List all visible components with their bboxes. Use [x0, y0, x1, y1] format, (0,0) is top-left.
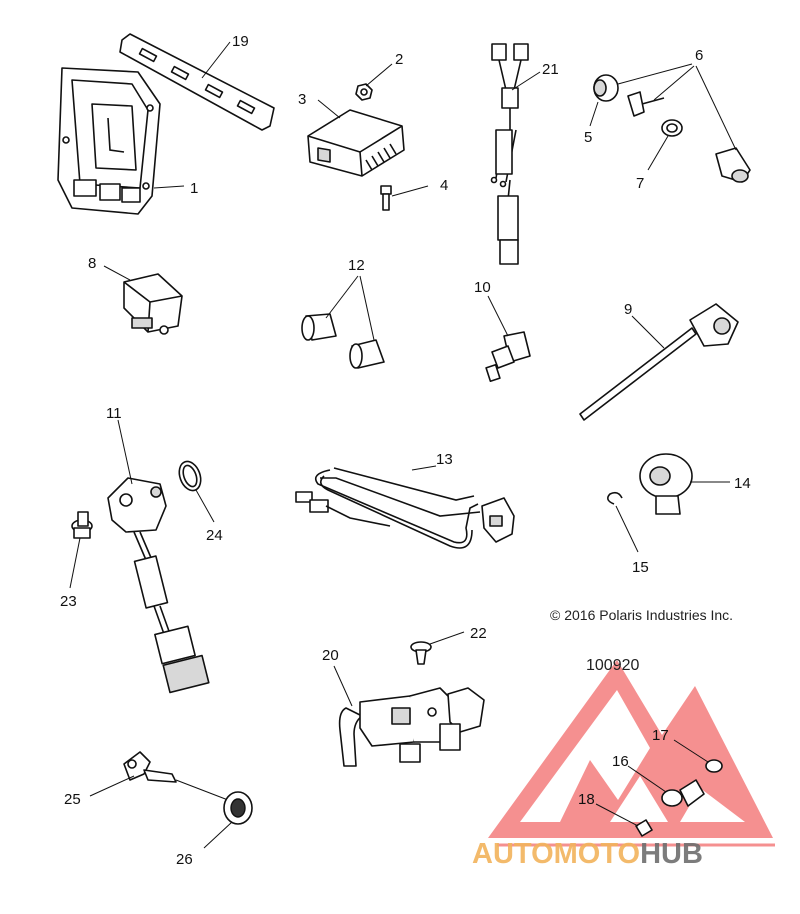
callout-4: 4: [440, 177, 448, 194]
part-throttle-body: [338, 687, 485, 767]
callout-22: 22: [470, 625, 487, 642]
callout-1: 1: [190, 180, 198, 197]
part-bolt-4: [380, 185, 392, 211]
callout-24: 24: [206, 527, 223, 544]
callout-10: 10: [474, 279, 491, 296]
part-probe-9: [579, 303, 739, 421]
callout-6: 6: [695, 47, 703, 64]
callout-26: 26: [176, 851, 193, 868]
part-clip-15: [606, 491, 623, 505]
callout-21: 21: [542, 61, 559, 78]
part-bolt-18: [635, 819, 653, 837]
part-nut: [355, 83, 373, 101]
callout-3: 3: [298, 91, 306, 108]
callout-16: 16: [612, 753, 629, 770]
watermark-word-a: AUTOMOTO: [472, 838, 640, 870]
part-oring-17: [705, 759, 723, 773]
part-sensor-5: [593, 74, 619, 102]
callout-11: 11: [106, 405, 122, 422]
callout-17: 17: [652, 727, 669, 744]
part-knock-sensor: [639, 453, 693, 515]
part-fitting-16: [661, 779, 705, 807]
callout-2: 2: [395, 51, 403, 68]
callout-5: 5: [584, 129, 592, 146]
watermark-logo: [488, 660, 775, 847]
part-map-sensor: [123, 273, 183, 335]
callout-25: 25: [64, 791, 81, 808]
callout-18: 18: [578, 791, 595, 808]
part-bracket: [119, 33, 275, 131]
diagram-code: 100920: [586, 657, 639, 674]
callout-13: 13: [436, 451, 453, 468]
part-sensor-6b: [715, 147, 751, 183]
part-grommet-26: [223, 791, 253, 825]
part-temp-sensor: [485, 331, 531, 383]
part-clip-6: [627, 91, 665, 117]
part-harness-21: [490, 43, 529, 265]
part-ring-7: [661, 119, 683, 137]
callout-20: 20: [322, 647, 339, 664]
callout-9: 9: [624, 301, 632, 318]
callout-7: 7: [636, 175, 644, 192]
part-sensor-11: [107, 477, 210, 694]
part-regulator: [307, 109, 405, 177]
part-ecu: [57, 67, 161, 215]
part-bulb-25: [123, 751, 177, 783]
callout-19: 19: [232, 33, 249, 50]
part-bolt-23: [71, 511, 93, 539]
callout-labels: 1 2 3 4 5 6 7 8 9 10 11 12 13 14 15 16 1…: [60, 33, 751, 868]
callout-14: 14: [734, 475, 751, 492]
callout-8: 8: [88, 255, 96, 272]
callout-23: 23: [60, 593, 77, 610]
part-screw-22: [410, 641, 432, 665]
callout-12: 12: [348, 257, 365, 274]
watermark-word-b: HUB: [640, 838, 703, 870]
part-pair-12: [301, 313, 385, 369]
part-oring-24: [178, 460, 202, 492]
callout-15: 15: [632, 559, 649, 576]
watermark-wordmark: AUTOMOTOHUB: [472, 838, 703, 870]
part-harness-13: [295, 467, 515, 549]
copyright-notice: © 2016 Polaris Industries Inc.: [550, 607, 733, 623]
